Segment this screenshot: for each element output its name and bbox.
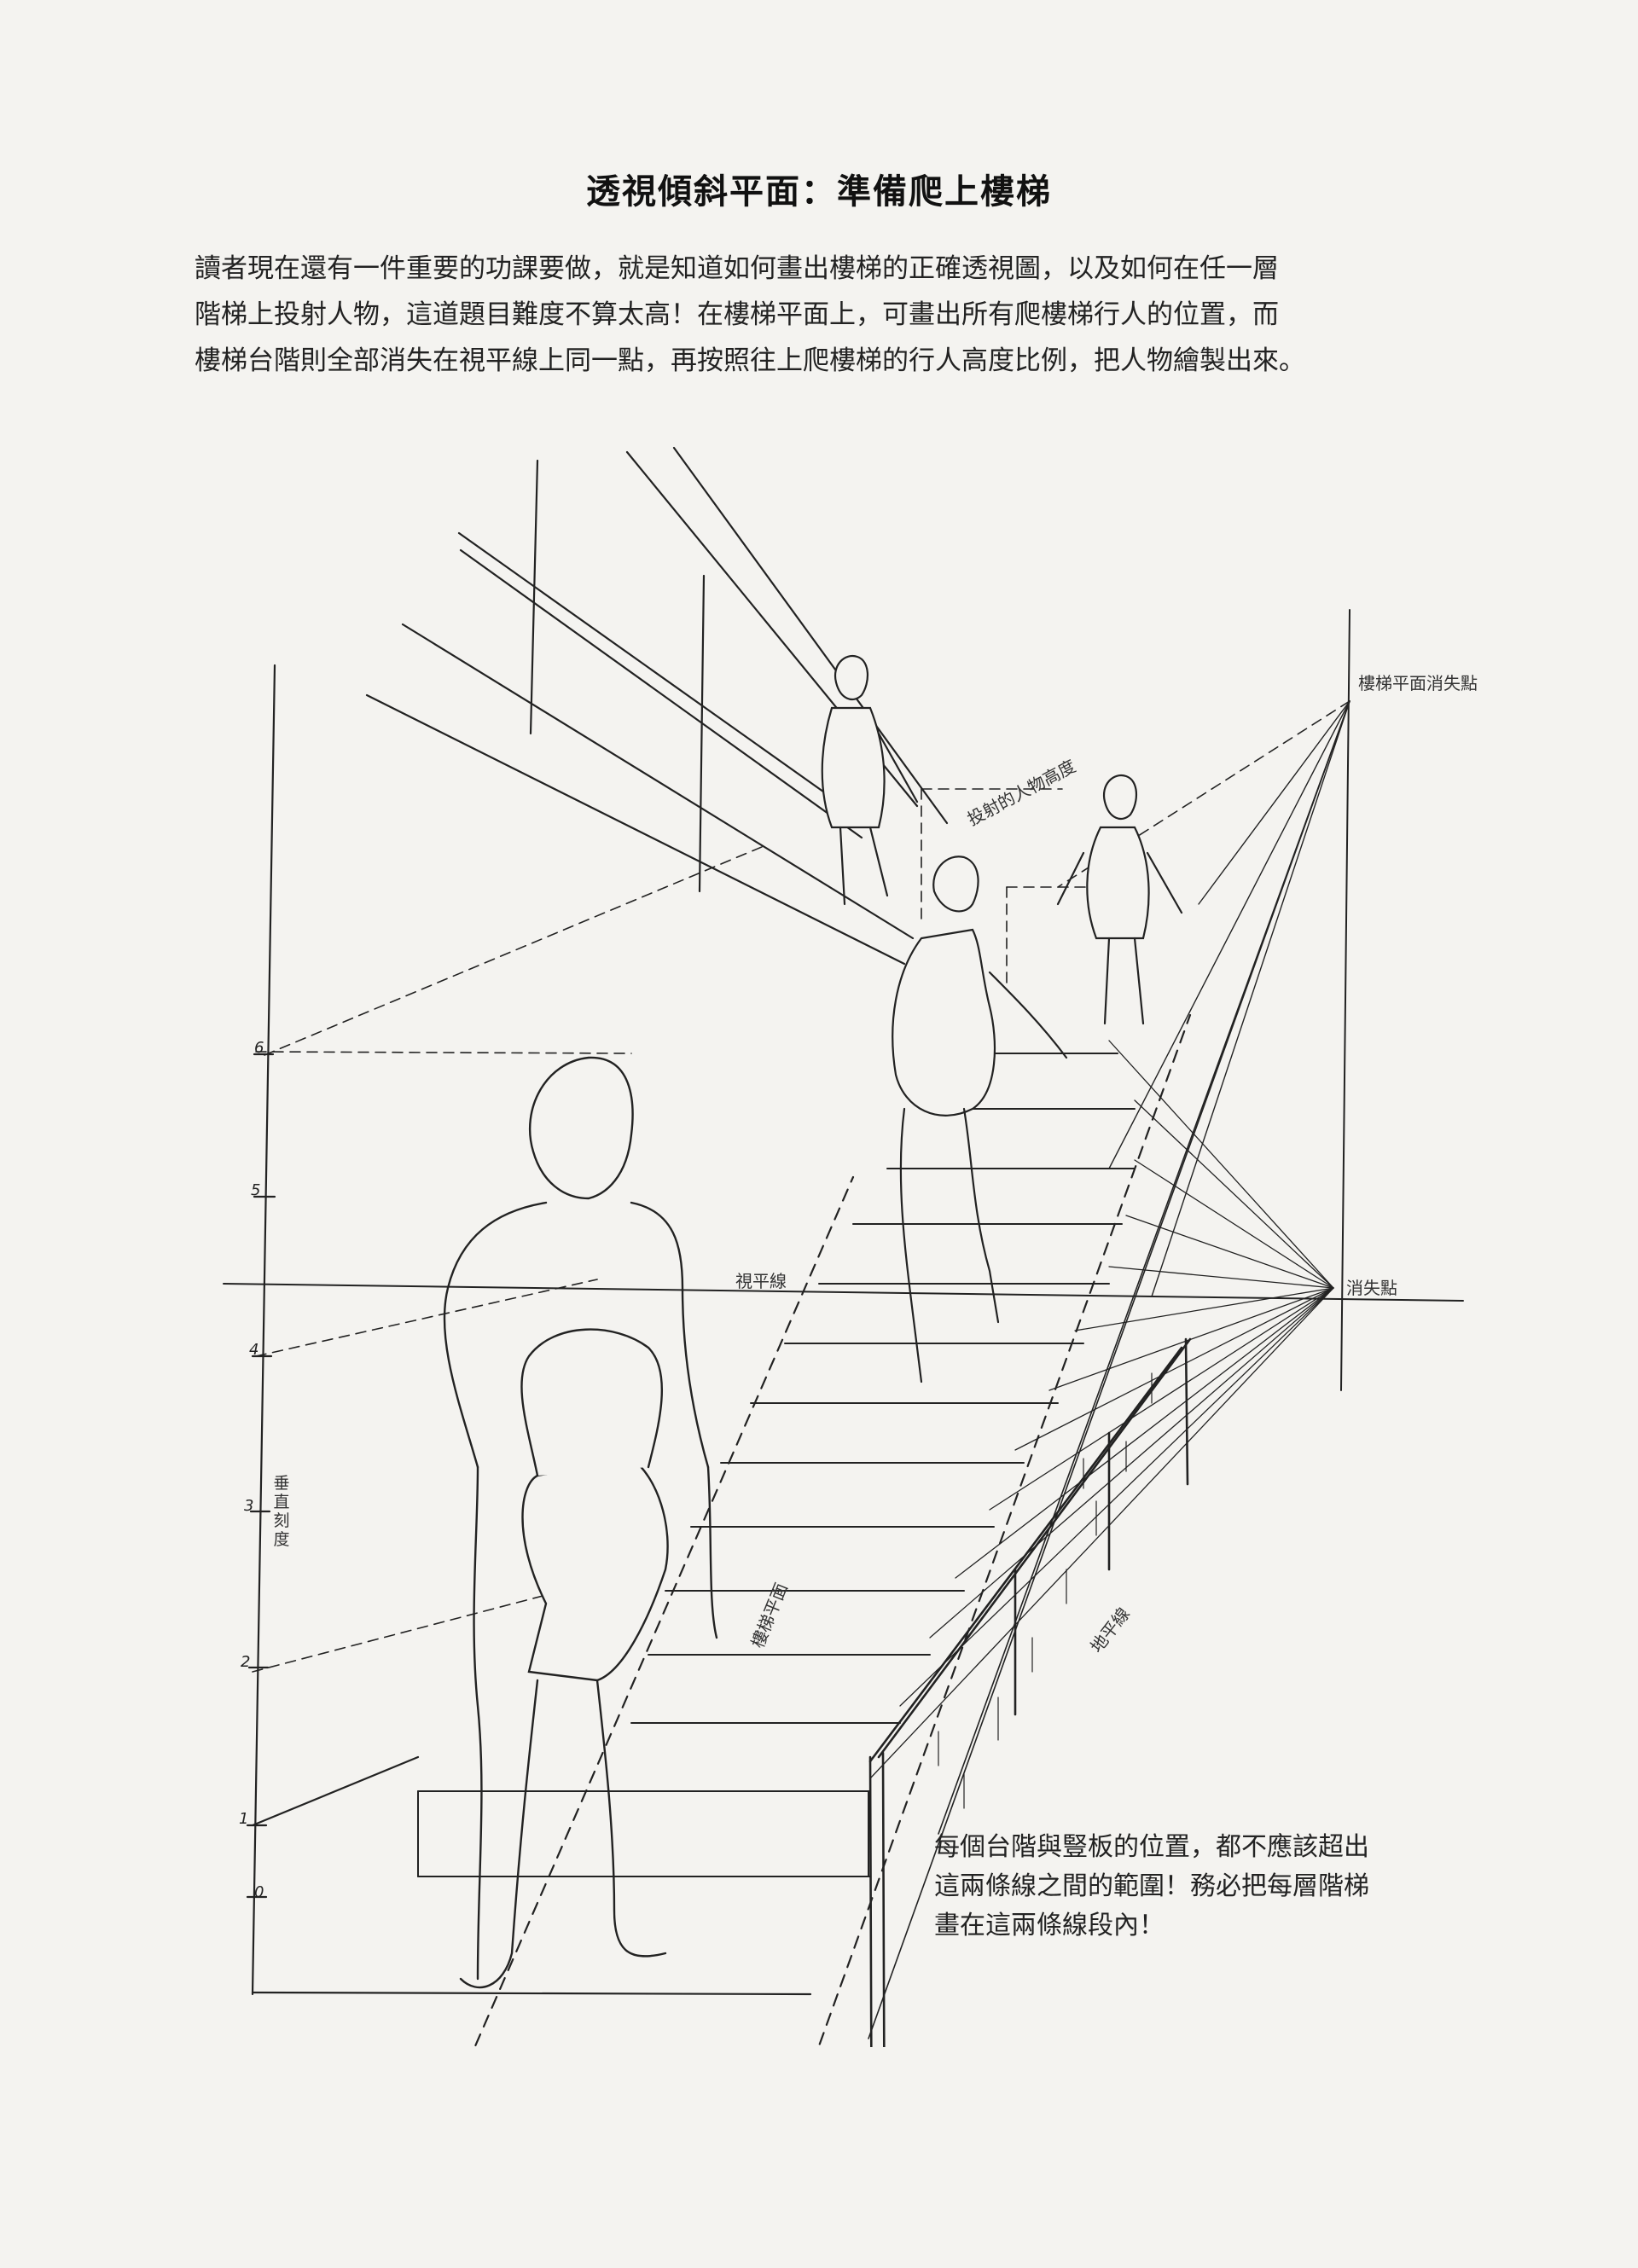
perspective-stair-illustration: [0, 426, 1638, 2047]
intro-line: 讀者現在還有一件重要的功課要做，就是知道如何畫出樓梯的正確透視圖，以及如何在任一…: [195, 253, 1279, 284]
scale-mark: 0: [254, 1883, 264, 1901]
figure-foreground-man: [443, 1056, 718, 1989]
figure-top-woman: [821, 654, 919, 906]
scale-mark: 2: [241, 1653, 251, 1671]
note-line: 每個台階與豎板的位置，都不應該超出: [934, 1832, 1369, 1862]
stair-side-brick-lines: [938, 1372, 1153, 1809]
stair-note: 每個台階與豎板的位置，都不應該超出 這兩條線之間的範圍！務必把每層階梯 畫在這兩…: [934, 1828, 1369, 1946]
scale-mark: 3: [244, 1497, 254, 1515]
stair-plane-vanishing-point-label: 樓梯平面消失點: [1358, 673, 1478, 693]
note-line: 畫在這兩條線段內！: [934, 1911, 1165, 1940]
scale-mark: 4: [249, 1341, 259, 1359]
figure-upper-woman: [1056, 774, 1183, 1025]
horizon-line-label: 視平線: [735, 1271, 787, 1291]
step-convergence-lines: [869, 1040, 1334, 1779]
ground-line: [251, 1991, 812, 1996]
handrail: [868, 1337, 1192, 2047]
vanishing-point-label: 消失點: [1346, 1278, 1397, 1298]
intro-line: 樓梯台階則全部消失在視平線上同一點，再按照往上爬樓梯的行人高度比例，把人物繪製出…: [195, 345, 1305, 376]
horizon-line: [223, 1283, 1464, 1302]
page-title: 透視傾斜平面：準備爬上樓梯: [586, 172, 1052, 212]
intro-line: 階梯上投射人物，這道題目難度不算太高！在樓梯平面上，可畫出所有爬樓梯行人的位置，…: [195, 299, 1279, 330]
intro-paragraph: 讀者現在還有一件重要的功課要做，就是知道如何畫出樓梯的正確透視圖，以及如何在任一…: [195, 246, 1491, 384]
figure-middle-woman: [892, 856, 1068, 1383]
note-line: 這兩條線之間的範圍！務必把每層階梯: [934, 1871, 1369, 1901]
scale-mark: 1: [239, 1810, 249, 1828]
vertical-scale-label: 垂直刻度: [273, 1474, 290, 1549]
stair-drawing: [223, 446, 1464, 2047]
vertical-scale-line: [251, 664, 276, 1996]
scale-mark: 5: [251, 1181, 261, 1199]
projected-height-guides: [252, 788, 1136, 1673]
scale-mark: 6: [254, 1039, 264, 1057]
